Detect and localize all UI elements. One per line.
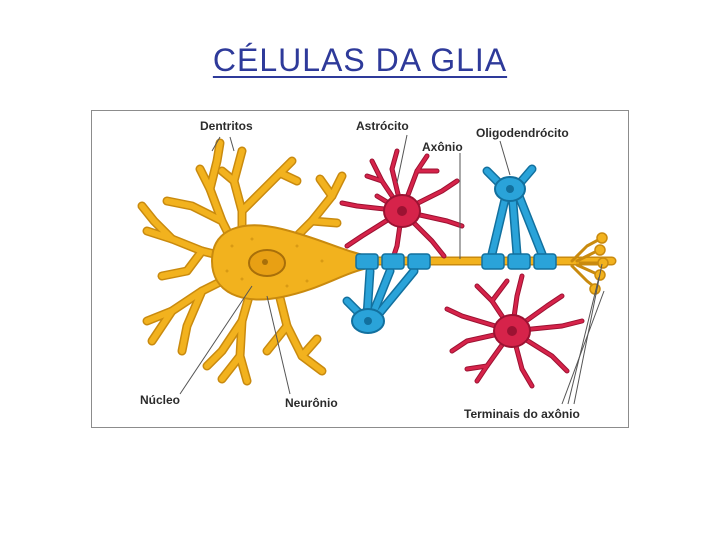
label-axon: Axônio [422, 140, 463, 154]
oligodendrocyte-upper [482, 164, 547, 259]
label-astrocyte: Astrócito [356, 119, 409, 133]
oligodendrocyte-lower [342, 266, 419, 334]
glia-diagram-figure: Dentritos Astrócito Oligodendrócito Axôn… [91, 110, 629, 428]
astrocyte-lower [444, 273, 585, 389]
label-nucleus: Núcleo [140, 393, 180, 407]
astrocyte-upper [339, 148, 465, 264]
label-axon-terminals: Terminais do axônio [464, 407, 580, 421]
slide-title: CÉLULAS DA GLIA [212, 42, 508, 78]
myelin-sheaths [355, 253, 557, 270]
label-oligodendrocyte: Oligodendrócito [476, 126, 569, 140]
glia-diagram-svg: Dentritos Astrócito Oligodendrócito Axôn… [137, 119, 617, 421]
label-dendrites: Dentritos [200, 119, 253, 133]
label-pointers [179, 134, 605, 405]
label-neuron: Neurônio [285, 396, 338, 410]
